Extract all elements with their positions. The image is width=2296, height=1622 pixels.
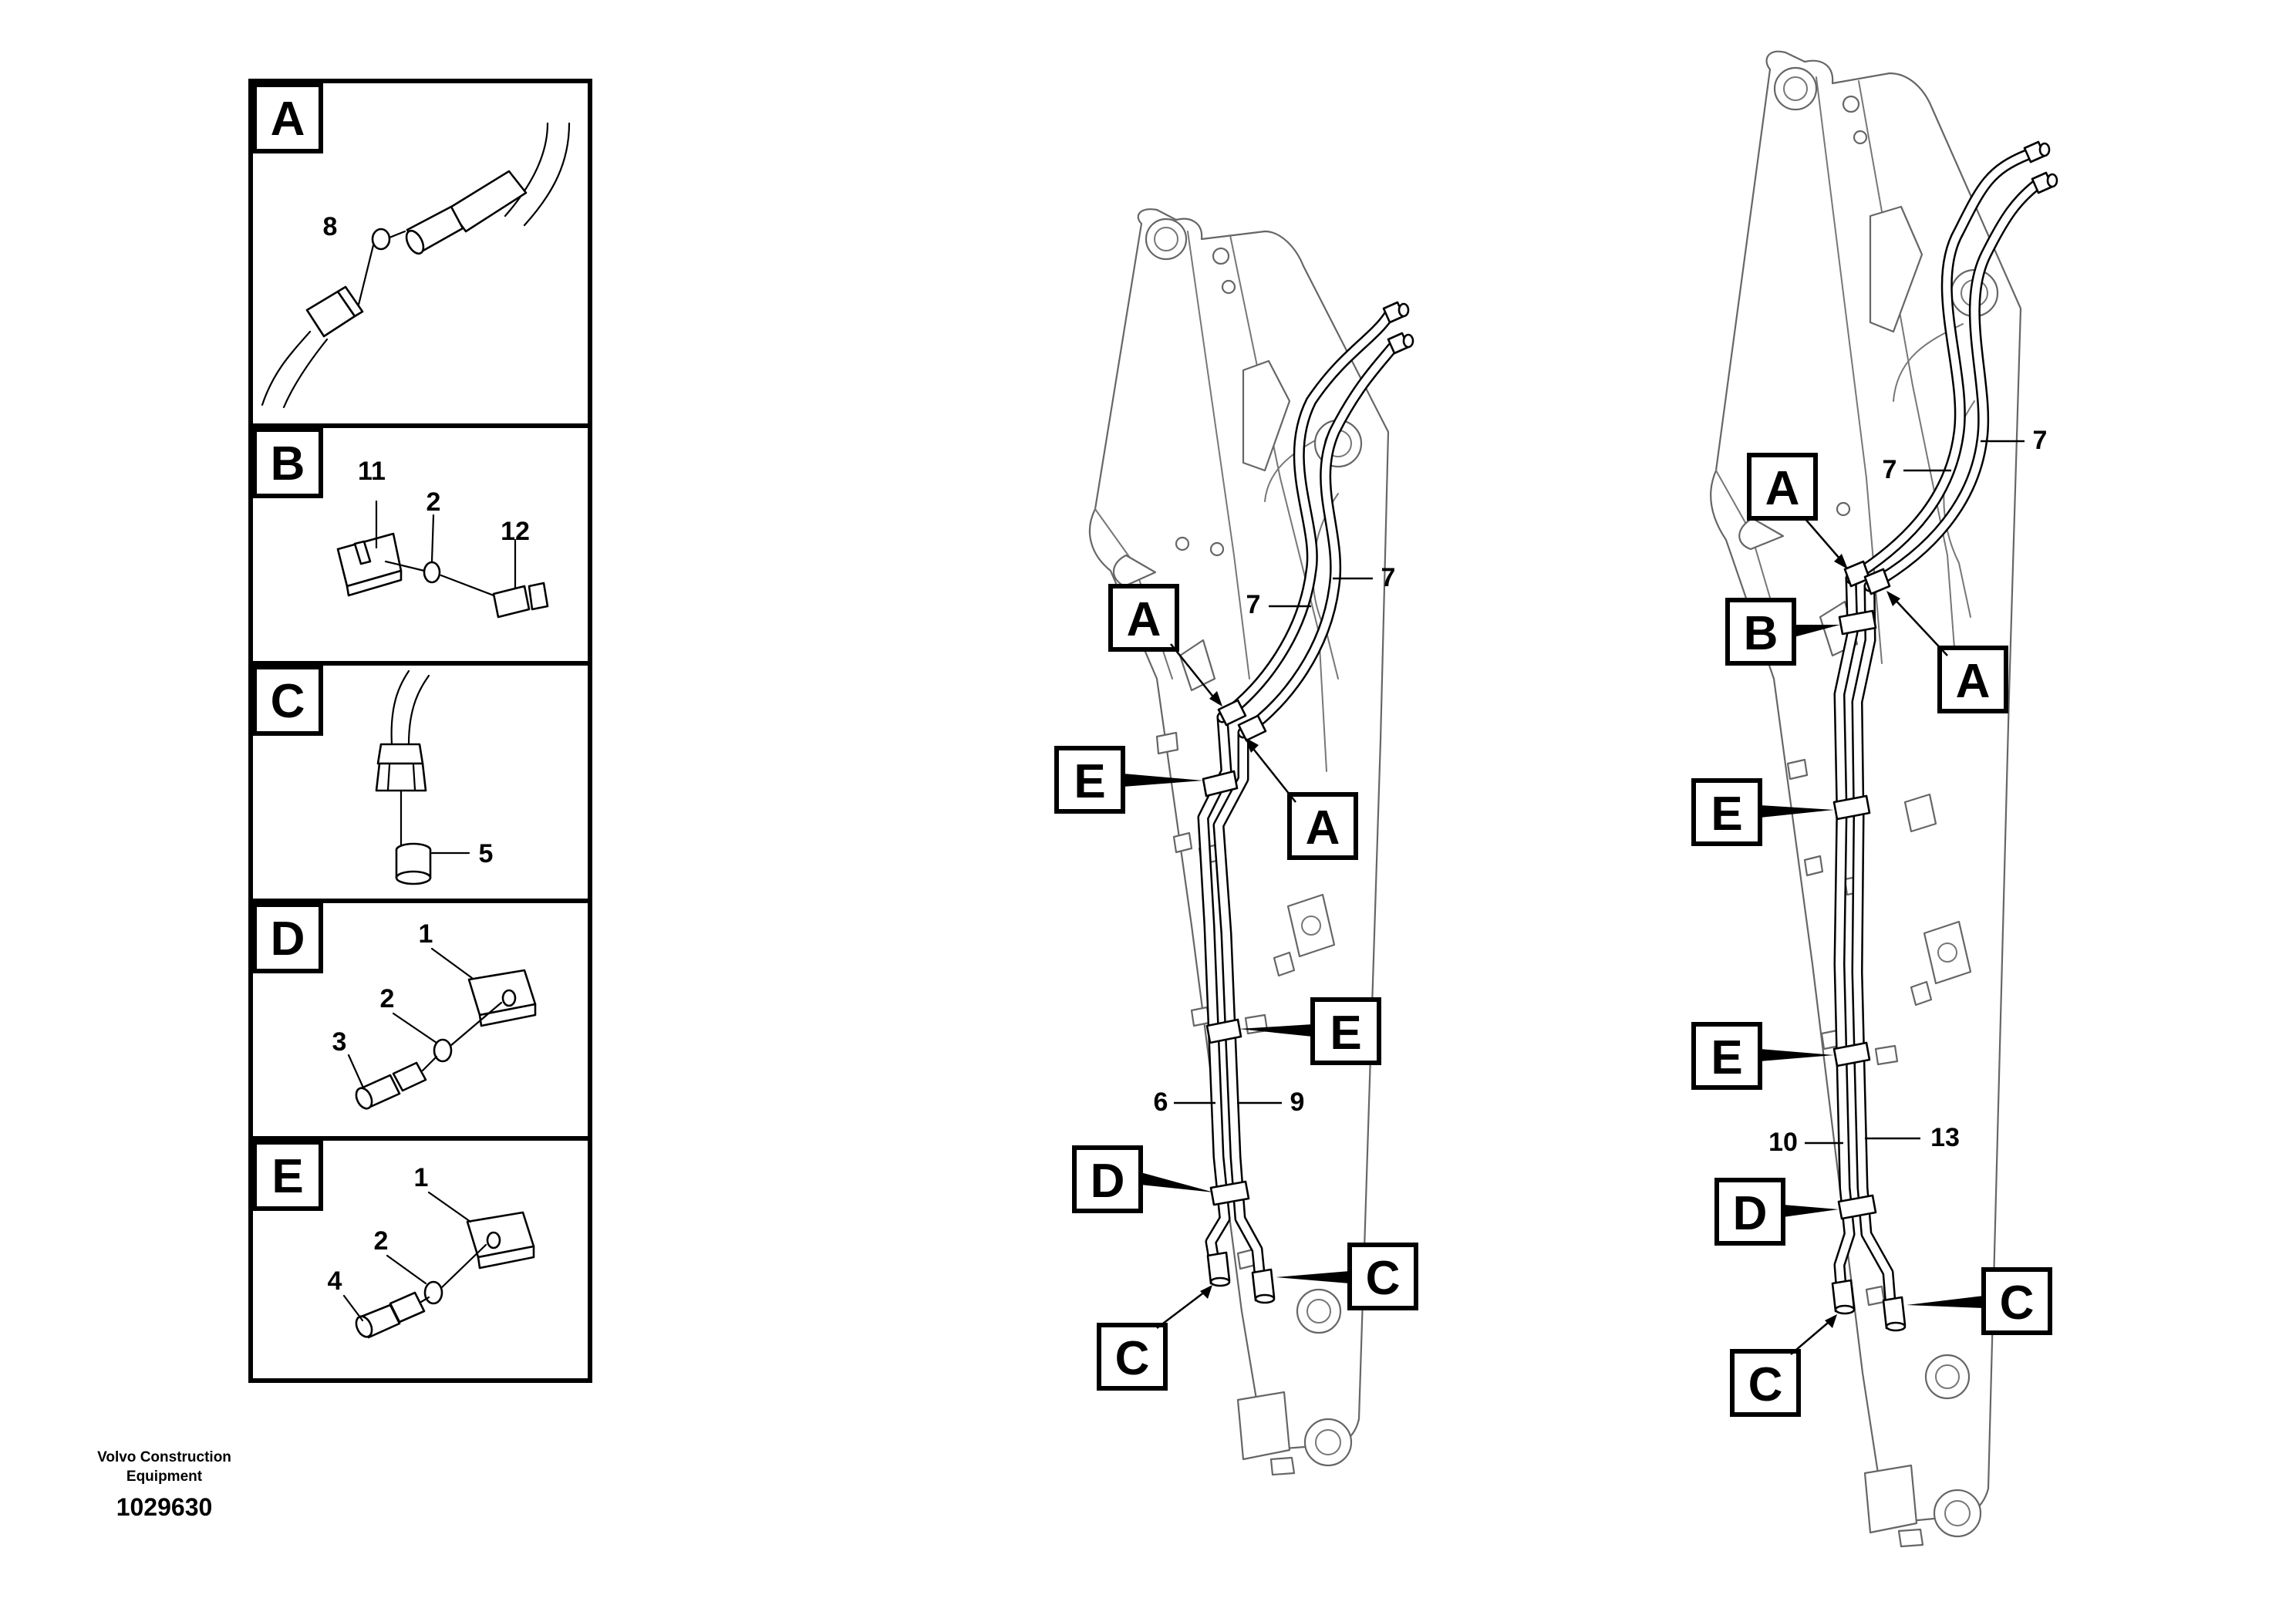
svg-text:D: D [1091, 1155, 1125, 1208]
view1-label-d [1072, 1145, 1143, 1213]
callout-12: 12 [501, 517, 530, 546]
view2-callout-10: 10 [1768, 1128, 1798, 1157]
callout-5: 5 [479, 839, 494, 868]
washer-shape-d [433, 1038, 453, 1063]
panel-d-letter-box [252, 902, 323, 973]
view1-callout-7-left: 7 [1246, 590, 1261, 619]
callout-11: 11 [358, 457, 386, 486]
detail-panel-e: E 1 2 4 [252, 1140, 535, 1339]
callout-8: 8 [323, 212, 338, 241]
washer-shape-e [423, 1280, 443, 1305]
view1-callout-6: 6 [1154, 1088, 1168, 1117]
panel-a-letter-box [252, 83, 323, 153]
callout-4: 4 [328, 1266, 342, 1296]
callout-1-e: 1 [414, 1163, 429, 1192]
svg-text:D: D [1733, 1187, 1768, 1240]
view1-label-a-bottom [1287, 792, 1358, 860]
callout-2-e: 2 [374, 1226, 389, 1256]
svg-text:E: E [1330, 1007, 1361, 1060]
boom-view-2: 7 7 10 13 A B A E E D C C [1691, 50, 2058, 1548]
view1-label-a-top [1108, 584, 1179, 652]
detail-panel-a: A 8 [252, 83, 571, 409]
view2-label-e-middle [1691, 1022, 1762, 1090]
view2-label-a-top [1747, 453, 1818, 521]
svg-text:C: C [2000, 1276, 2035, 1330]
detail-panel-b: B 11 2 12 [252, 427, 549, 619]
panel-c-letter-box [252, 665, 323, 736]
panel-e-letter: E [271, 1150, 303, 1203]
svg-text:C: C [1366, 1252, 1401, 1305]
fitting-nut-shape [375, 762, 427, 792]
svg-text:B: B [1744, 607, 1778, 660]
callout-3: 3 [332, 1027, 347, 1057]
bolt-shape-d [392, 1061, 427, 1092]
panel-a-letter: A [271, 93, 305, 146]
view2-label-c-left [1730, 1349, 1801, 1417]
panel-b-letter: B [271, 437, 305, 491]
footer: Volvo Construction Equipment 1029630 [97, 1449, 231, 1521]
company-line-1: Volvo Construction [97, 1449, 231, 1465]
detail-panel-c: C 5 [252, 665, 494, 885]
company-line-2: Equipment [126, 1469, 203, 1485]
o-ring-shape [371, 228, 391, 251]
view1-label-e-middle [1310, 997, 1381, 1065]
view2-label-d [1714, 1178, 1785, 1246]
view1-label-e-top [1054, 746, 1125, 814]
callout-2: 2 [426, 487, 441, 517]
svg-text:A: A [1127, 593, 1161, 646]
view1-callout-9: 9 [1290, 1088, 1305, 1117]
view2-callout-13: 13 [1930, 1123, 1960, 1152]
panel-e-letter-box [252, 1140, 323, 1211]
svg-text:E: E [1711, 787, 1742, 841]
panel-c-letter: C [271, 675, 305, 728]
svg-text:A: A [1956, 655, 1991, 708]
svg-text:C: C [1748, 1358, 1783, 1411]
view1-label-c-left [1097, 1323, 1168, 1391]
view2-label-a-bottom [1937, 646, 2008, 713]
svg-text:E: E [1074, 755, 1105, 808]
drawing-number: 1029630 [116, 1493, 213, 1521]
washer-shape [423, 561, 441, 584]
panel-d-letter: D [271, 912, 305, 966]
svg-text:C: C [1115, 1332, 1150, 1385]
callout-1: 1 [419, 919, 433, 949]
view1-callout-7-right: 7 [1381, 563, 1396, 592]
callout-2-d: 2 [380, 984, 395, 1013]
detail-panel-d: D 1 2 3 [252, 902, 537, 1110]
view2-callout-7-right: 7 [2033, 426, 2048, 455]
boom-view-1: 7 7 6 9 A A E E D C C [1054, 208, 1418, 1476]
bolt-shape [492, 585, 531, 619]
svg-text:A: A [1765, 462, 1800, 515]
view2-callout-7-left: 7 [1883, 455, 1897, 484]
view1-label-c-right [1347, 1243, 1418, 1310]
svg-text:E: E [1711, 1031, 1742, 1084]
svg-text:A: A [1306, 801, 1340, 855]
panel-b-letter-box [252, 427, 323, 498]
